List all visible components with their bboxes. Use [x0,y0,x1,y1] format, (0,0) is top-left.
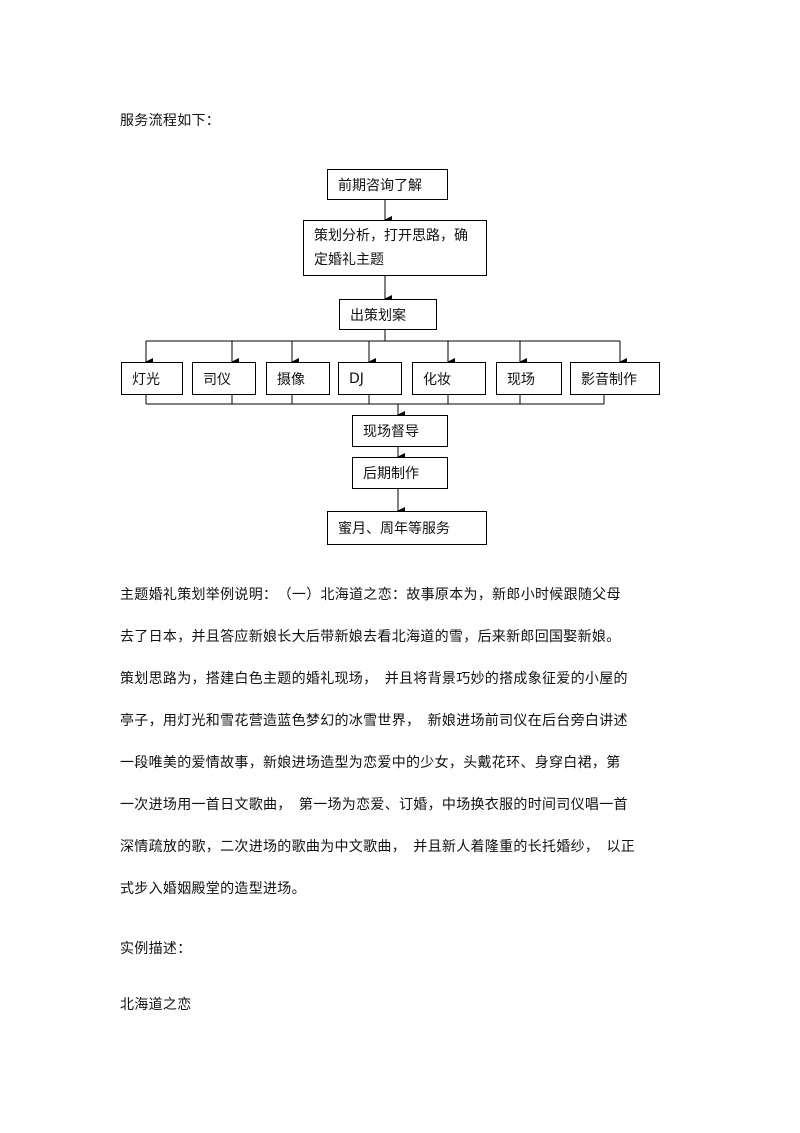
flow-step-label: 后期制作 [363,466,419,482]
flow-step-label-line2: 定婚礼主题 [314,252,384,268]
flow-branch-label: 现场 [507,371,535,388]
flow-branch-host: 司仪 [192,362,256,395]
example-title: 北海道之恋 [120,997,192,1013]
paragraph-line-6: 一次进场用一首日文歌曲， 第一场为恋爱、订婚，中场换衣服的时间司仪唱一首 [120,797,628,813]
flow-step-label: 出策划案 [350,307,406,324]
paragraph-line-3: 策划思路为，搭建白色主题的婚礼现场， 并且将背景巧妙的搭成象征爱的小屋的 [120,671,628,687]
flow-branch-dj: DJ [338,362,402,395]
flow-branch-video: 影音制作 [570,362,660,395]
flow-branch-label: 司仪 [203,371,231,388]
flow-step-label: 前期咨询了解 [338,177,422,194]
flow-branch-label: 摄像 [277,371,305,388]
flow-step-label-line1: 策划分析，打开思路，确 [314,228,468,244]
flow-branch-makeup: 化妆 [412,362,486,395]
paragraph-line-2: 去了日本，并且答应新娘长大后带新娘去看北海道的雪，后来新郎回国娶新娘。 [120,629,621,645]
flow-branch-label: 化妆 [423,371,451,388]
paragraph-line-8: 式步入婚姻殿堂的造型进场。 [120,881,306,897]
paragraph-line-7: 深情疏放的歌，二次进场的歌曲为中文歌曲， 并且新人着隆重的长托婚纱， 以正 [120,839,636,855]
intro-text: 服务流程如下： [120,113,221,129]
flow-branch-label: DJ [349,370,364,387]
flow-step-label: 蜜月、周年等服务 [338,521,450,537]
flow-step-supervision: 现场督导 [352,415,448,447]
flow-step-label: 现场督导 [363,424,419,440]
flow-step-proposal: 出策划案 [339,299,437,330]
flowchart-connectors [145,200,627,515]
flow-branch-camera: 摄像 [266,362,330,395]
flow-step-postproduction: 后期制作 [352,457,448,489]
flow-branch-venue: 现场 [496,362,562,395]
flow-step-aftercare: 蜜月、周年等服务 [327,511,487,545]
paragraph-line-4: 亭子，用灯光和雪花营造蓝色梦幻的冰雪世界， 新娘进场前司仪在后台旁白讲述 [120,713,628,729]
flow-branch-label: 影音制作 [581,371,637,388]
paragraph-line-5: 一段唯美的爱情故事，新娘进场造型为恋爱中的少女，头戴花环、身穿白裙，第 [120,755,621,771]
flow-step-consult: 前期咨询了解 [327,169,448,200]
flow-step-analysis: 策划分析，打开思路，确 定婚礼主题 [303,220,487,276]
flow-branch-label: 灯光 [132,371,160,388]
paragraph-line-1: 主题婚礼策划举例说明： （一）北海道之恋：故事原本为，新郎小时候跟随父母 [120,587,621,603]
example-label: 实例描述： [120,941,192,957]
flow-branch-lighting: 灯光 [121,362,183,395]
